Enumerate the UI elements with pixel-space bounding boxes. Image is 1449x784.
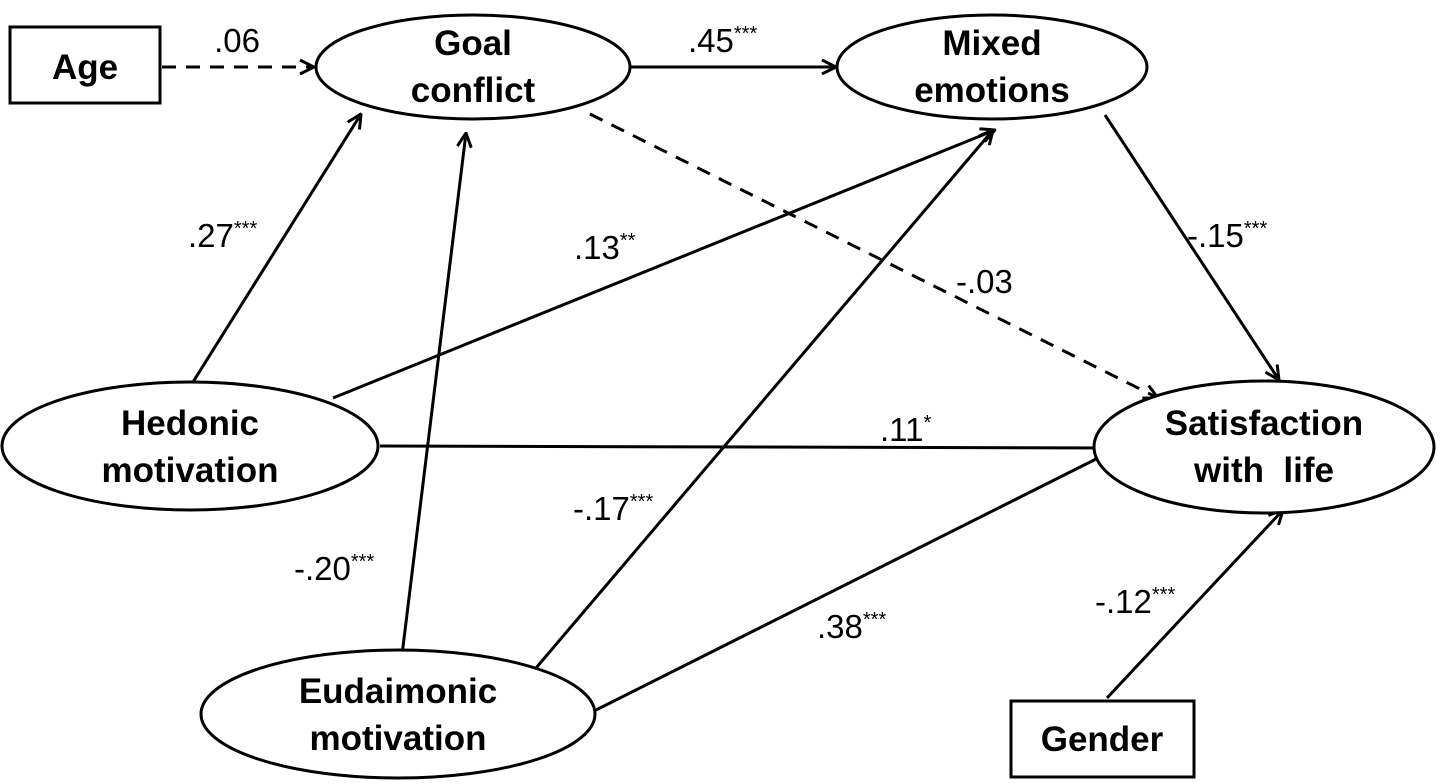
edge-eudaimonic-satisfaction bbox=[591, 450, 1114, 714]
node-eudaimonic-line2: motivation bbox=[310, 719, 487, 758]
node-goal-conflict-line2: conflict bbox=[411, 71, 536, 110]
node-mixed-emotions-line1: Mixed bbox=[942, 24, 1041, 63]
node-satisfaction-with-life: Satisfaction with life bbox=[1092, 379, 1436, 515]
node-age-label: Age bbox=[52, 48, 118, 87]
coef-goal-conflict-satisfaction: -.03 bbox=[956, 263, 1013, 300]
edge-hedonic-satisfaction bbox=[379, 446, 1114, 448]
edge-hedonic-mixed-emotions bbox=[332, 130, 995, 400]
node-eudaimonic-line1: Eudaimonic bbox=[299, 672, 497, 711]
coef-hedonic-satisfaction: .11* bbox=[880, 411, 931, 448]
coef-eudaimonic-goal-conflict: -.20*** bbox=[294, 550, 374, 587]
edge-eudaimonic-goal-conflict bbox=[400, 133, 466, 656]
edge-gender-satisfaction bbox=[1105, 510, 1283, 700]
node-mixed-emotions: Mixed emotions bbox=[835, 13, 1149, 121]
coef-gender-satisfaction: -.12*** bbox=[1095, 583, 1175, 620]
edge-labels: .06 .45*** .27*** .13** -.03 -.15*** .11… bbox=[188, 22, 1267, 645]
node-satisfaction-line2: with life bbox=[1193, 451, 1334, 490]
coef-mixed-emotions-satisfaction: -.15*** bbox=[1187, 217, 1267, 254]
node-mixed-emotions-line2: emotions bbox=[914, 71, 1070, 110]
node-hedonic-line1: Hedonic bbox=[121, 404, 259, 443]
node-hedonic-motivation: Hedonic motivation bbox=[0, 380, 380, 512]
node-gender-label: Gender bbox=[1041, 720, 1164, 759]
edge-goal-conflict-satisfaction bbox=[589, 112, 1158, 398]
node-satisfaction-line1: Satisfaction bbox=[1165, 404, 1363, 443]
node-gender: Gender bbox=[1009, 699, 1196, 779]
edges bbox=[162, 67, 1283, 714]
coef-hedonic-mixed-emotions: .13** bbox=[574, 229, 636, 266]
coef-age-goal-conflict: .06 bbox=[214, 22, 260, 59]
node-hedonic-line2: motivation bbox=[102, 451, 279, 490]
coef-hedonic-goal-conflict: .27*** bbox=[188, 217, 257, 254]
coef-goal-conflict-mixed-emotions: .45*** bbox=[688, 22, 757, 59]
coef-eudaimonic-satisfaction: .38*** bbox=[817, 608, 886, 645]
edge-mixed-emotions-satisfaction bbox=[1103, 114, 1279, 380]
node-age: Age bbox=[8, 25, 162, 105]
node-goal-conflict-line1: Goal bbox=[434, 24, 512, 63]
edge-eudaimonic-mixed-emotions bbox=[534, 130, 993, 669]
coef-eudaimonic-mixed-emotions: -.17*** bbox=[573, 490, 653, 527]
node-goal-conflict: Goal conflict bbox=[314, 13, 632, 121]
node-eudaimonic-motivation: Eudaimonic motivation bbox=[199, 648, 597, 780]
edge-hedonic-goal-conflict bbox=[191, 114, 361, 383]
